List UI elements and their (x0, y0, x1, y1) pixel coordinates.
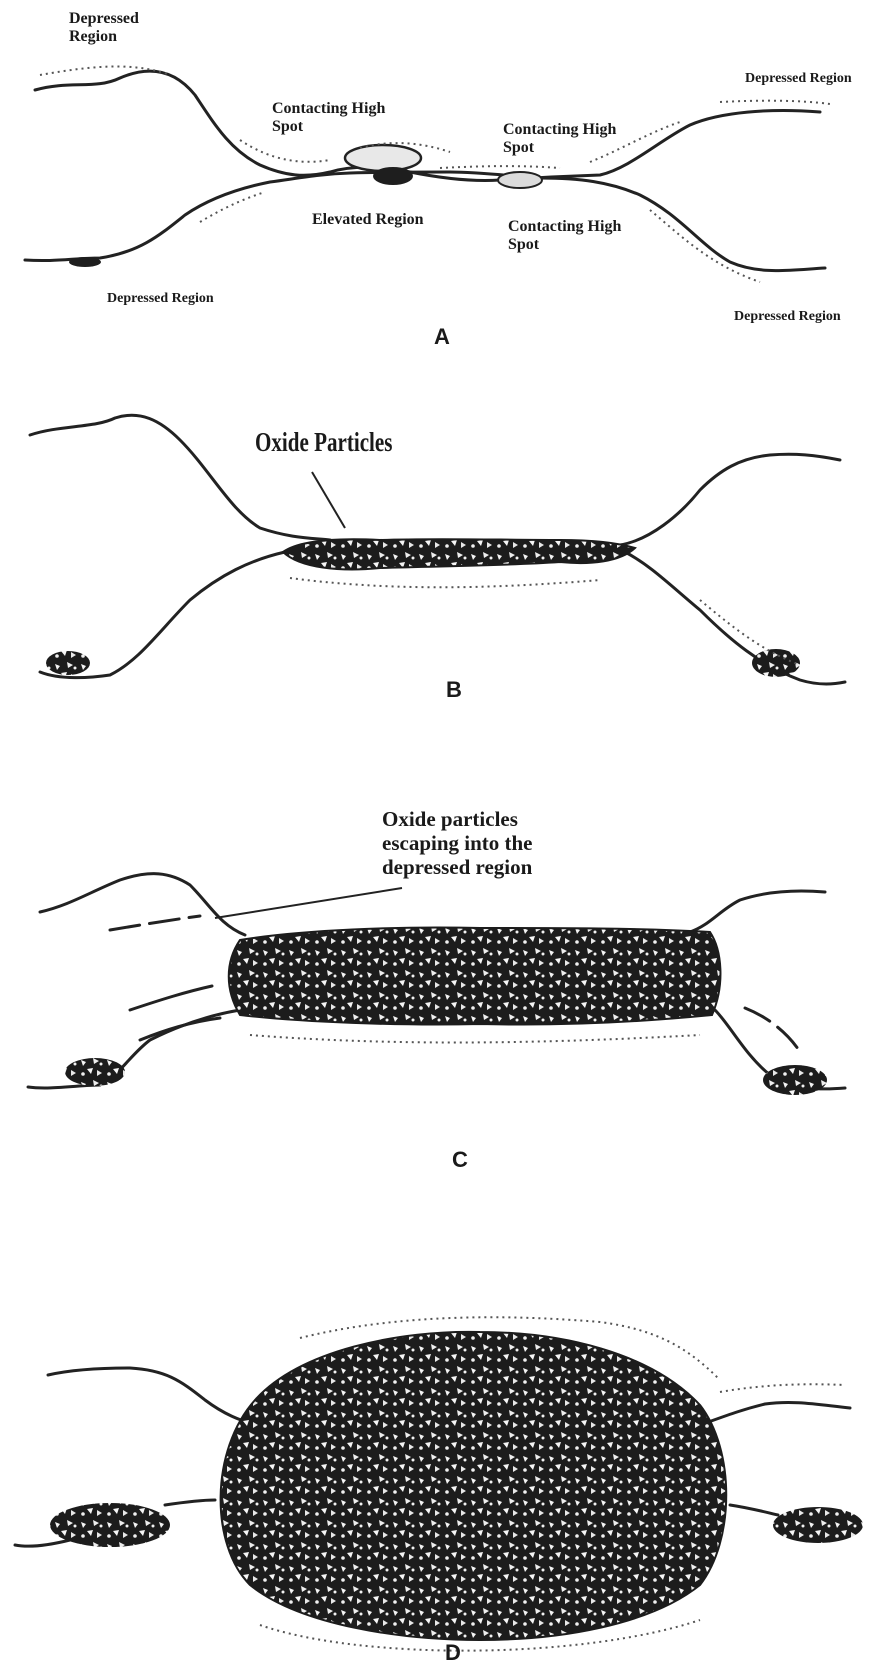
label-elevated-region: Elevated Region (312, 211, 424, 229)
label-depressed-region-top-right: Depressed Region (745, 71, 852, 87)
label-oxide-escaping: Oxide particles escaping into the depres… (382, 807, 533, 879)
label-contacting-high-spot-left: Contacting High Spot (272, 100, 385, 137)
label-oxide-particles: Oxide Particles (255, 427, 392, 458)
label-contacting-high-spot-right-top: Contacting High Spot (503, 121, 616, 158)
panel-d-surfaces (15, 1317, 863, 1650)
panel-c-surfaces (28, 874, 845, 1095)
panel-letter-d: D (445, 1640, 461, 1666)
label-depressed-region-top-left: Depressed Region (69, 10, 139, 47)
panel-letter-b: B (446, 677, 462, 703)
label-contacting-high-spot-right-bottom: Contacting High Spot (508, 218, 621, 255)
panel-letter-a: A (434, 324, 450, 350)
label-depressed-region-bottom-right: Depressed Region (734, 309, 841, 325)
label-depressed-region-bottom-left: Depressed Region (107, 291, 214, 307)
panel-a-surfaces (25, 66, 830, 282)
panel-letter-c: C (452, 1147, 468, 1173)
panel-b-surfaces (30, 415, 845, 684)
